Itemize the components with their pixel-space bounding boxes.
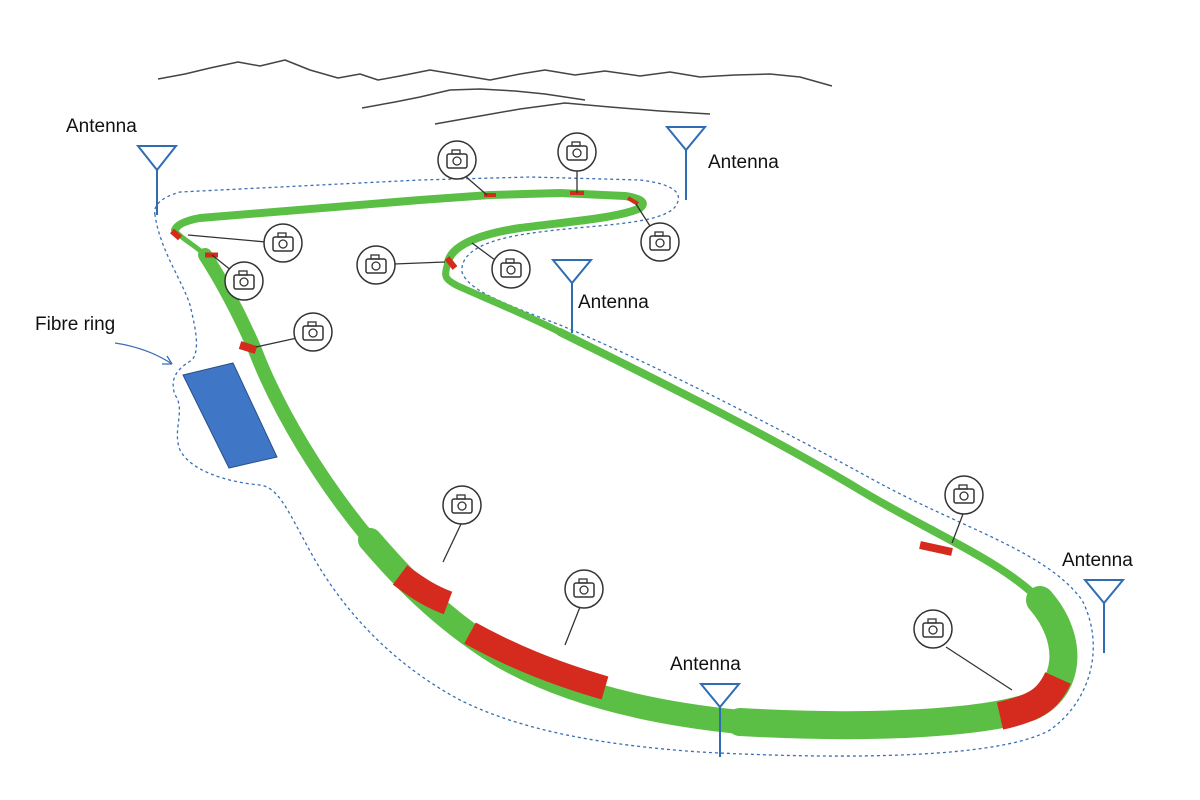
track-left-straight [198,248,377,547]
antenna-label-1: Antenna [66,116,137,137]
antenna-group-4: Antenna [1062,550,1133,653]
fibre-ring-arrow [114,342,173,365]
camera-zone [919,541,953,556]
camera-icon [557,132,597,172]
camera-leaders [187,170,1013,691]
antenna-label-5: Antenna [670,654,741,675]
antenna-label-3: Antenna [578,292,649,313]
track-chicane [442,258,564,336]
camera-zone [238,341,258,354]
camera-zone [626,196,640,206]
camera-icon [442,485,482,525]
mountain-skyline [157,59,833,125]
camera-zone [996,671,1071,730]
antenna-icon [135,145,179,215]
antenna-group-3: Antenna [550,259,649,333]
arrowhead-icon [162,355,173,365]
antenna-group-5: Antenna [670,654,741,757]
camera-icon [913,609,953,649]
antenna-icon [550,259,594,333]
camera-leader-line [471,242,496,261]
camera-zone [170,228,182,241]
camera-icon [293,312,333,352]
camera-zone [444,256,458,270]
antenna-label-2: Antenna [708,152,779,173]
camera-zone [464,622,609,700]
camera-zone [392,565,453,615]
camera-leader-line [564,606,581,646]
hill-line-2 [434,102,711,125]
camera-icon [356,245,396,285]
camera-icon [263,223,303,263]
camera-leader-line [211,254,233,272]
camera-leader-line [635,203,651,227]
camera-icon [640,222,680,262]
camera-icon [437,140,477,180]
camera-leader-line [463,174,488,196]
camera-leader-line [393,261,446,265]
fibre-ring-annotation: Fibre ring [35,314,173,365]
antenna-group-2: Antenna [664,126,779,200]
track-long-straight [556,328,1044,604]
camera-leader-line [951,513,964,544]
antenna-icon [664,126,708,200]
camera-leader-line [255,337,298,348]
antenna-icon [698,683,742,757]
mountain-ridge [157,59,833,87]
fibre-ring-outline [154,176,1094,757]
camera-icon [224,261,264,301]
fibre-ring-label: Fibre ring [35,314,115,335]
track-outer-section [171,189,647,266]
camera-icon [944,475,984,515]
camera-icon [564,569,604,609]
hill-line-1 [361,88,586,109]
pit-building [182,362,278,469]
camera-leader-line [442,523,462,563]
antenna-label-4: Antenna [1062,550,1133,571]
camera-leader-line [187,234,267,243]
camera-icon [491,249,531,289]
antenna-group-1: Antenna [66,116,179,215]
camera-leader-line [945,646,1013,691]
track-bottom-straight [358,528,752,734]
antenna-icon [1082,579,1126,653]
